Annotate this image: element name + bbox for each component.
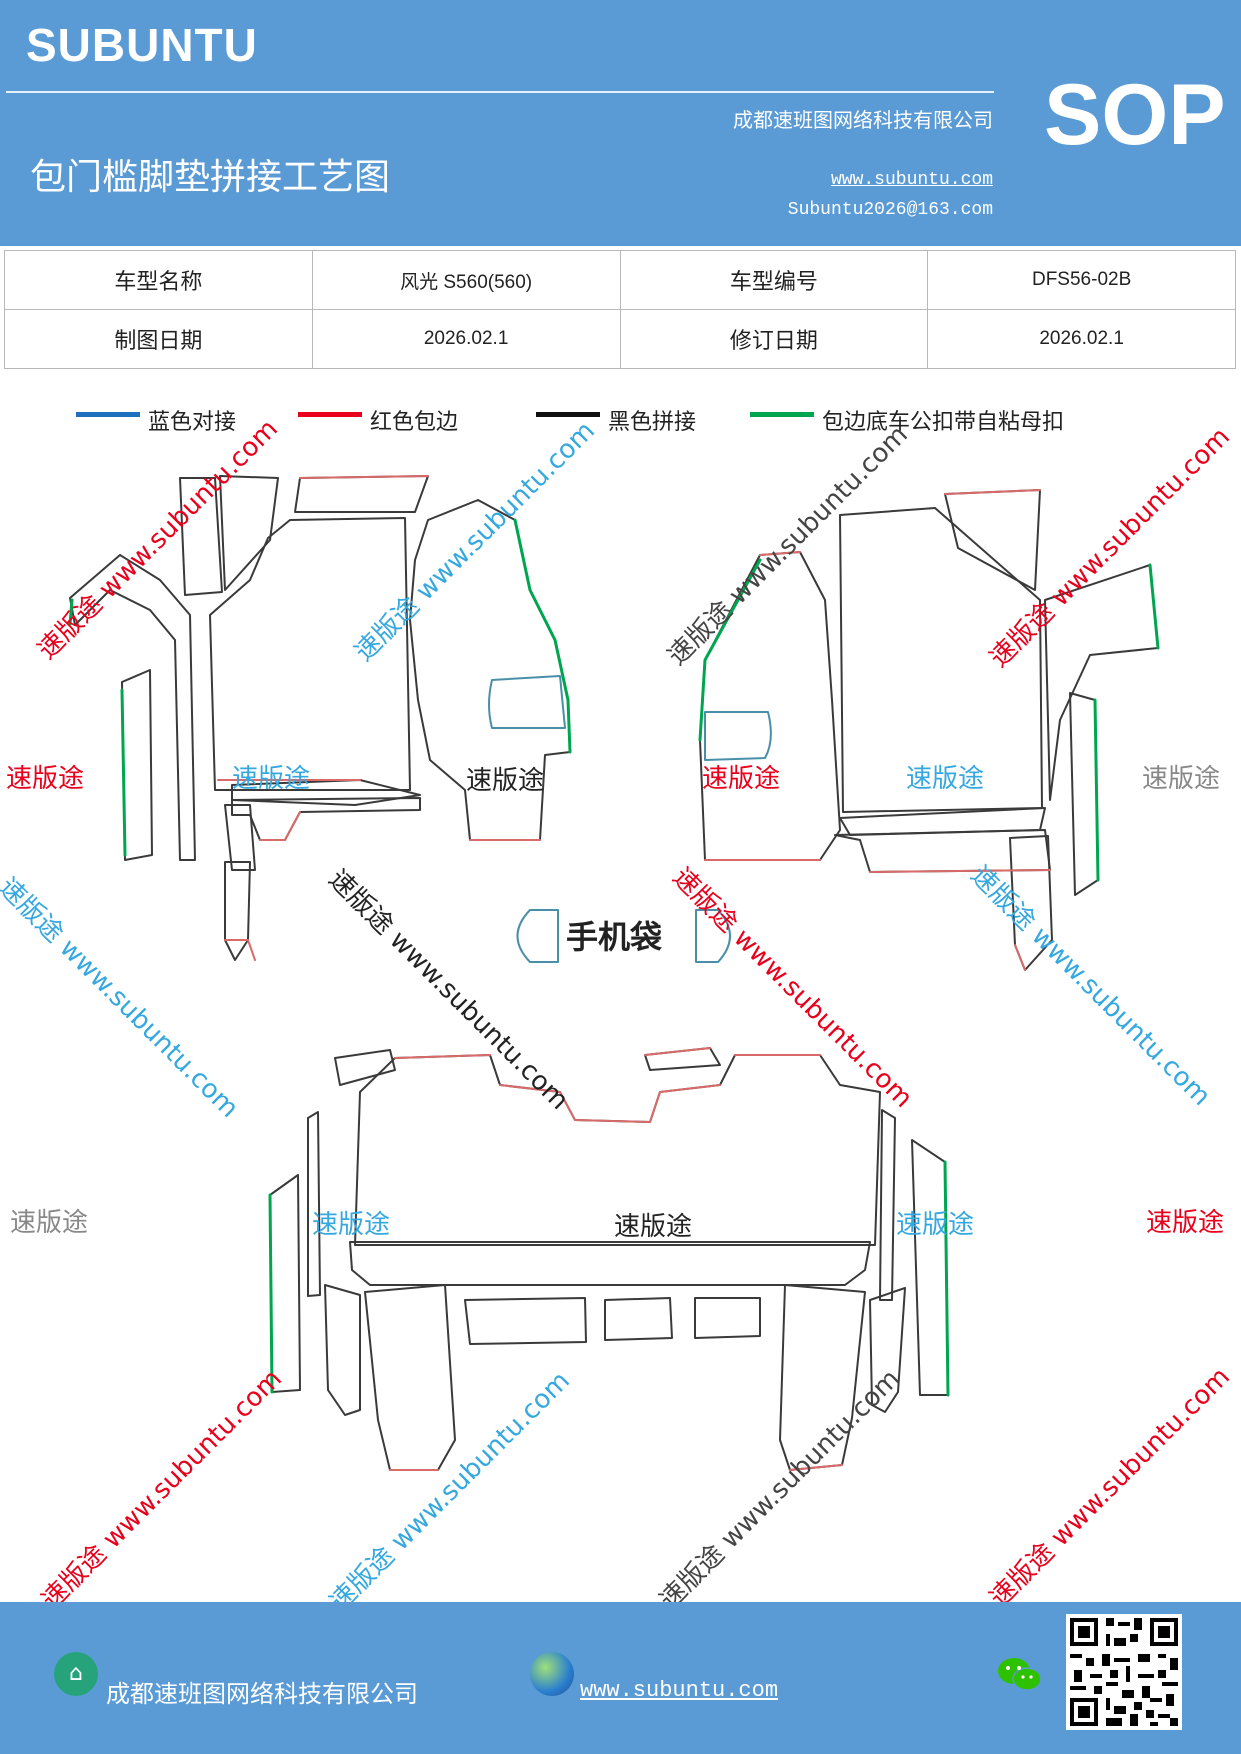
floor-mat-diagram: [68, 475, 1160, 1471]
mat-edge-green-left: [68, 518, 572, 857]
brand-logo: SUBUNTU: [26, 19, 258, 71]
watermark-text: 速版途: [896, 1210, 975, 1240]
draw-date-value: 2026.02.1: [311, 309, 621, 369]
mat-edge-red-right: [704, 489, 1051, 971]
watermark-text: 速版途: [232, 764, 311, 794]
color-legend: 蓝色对接 红色包边 黑色拼接 包边底车公扣带自粘母扣: [0, 404, 1241, 440]
globe-icon: [530, 1652, 574, 1696]
model-name-value: 风光 S560(560): [311, 250, 621, 310]
table-row: 车型名称 风光 S560(560) 车型编号 DFS56-02B: [4, 250, 1236, 310]
table-row: 制图日期 2026.02.1 修订日期 2026.02.1: [4, 309, 1236, 369]
legend-label: 红色包边: [370, 410, 459, 435]
legend-swatch: [298, 412, 362, 417]
vehicle-info-table: 车型名称 风光 S560(560) 车型编号 DFS56-02B 制图日期 20…: [4, 250, 1236, 369]
watermark-text: 速版途: [906, 764, 985, 794]
legend-label: 包边底车公扣带自粘母扣: [822, 410, 1065, 435]
revise-date-value: 2026.02.1: [927, 309, 1236, 369]
draw-date-label: 制图日期: [4, 309, 313, 369]
footer-company: 成都速班图网络科技有限公司: [106, 1680, 418, 1708]
watermark-text: 速版途: [1146, 1208, 1225, 1238]
header-website-link[interactable]: www.subuntu.com: [830, 170, 993, 190]
qr-code-icon[interactable]: [1066, 1614, 1182, 1730]
header-company: 成都速班图网络科技有限公司: [733, 108, 993, 132]
watermark-text: 速版途: [702, 764, 781, 794]
legend-swatch: [536, 412, 600, 417]
model-name-label: 车型名称: [4, 250, 313, 310]
header-divider: [6, 91, 994, 93]
mat-edge-green-right: [698, 558, 1160, 882]
mat-edge-red-rear: [389, 1047, 843, 1471]
footer-banner: ⌂ 成都速班图网络科技有限公司 www.subuntu.com: [0, 1602, 1241, 1754]
watermark-text: 速版途: [1142, 764, 1221, 794]
model-code-label: 车型编号: [619, 250, 929, 310]
phone-bag-label: 手机袋: [566, 918, 663, 956]
sop-label: SOP: [1044, 67, 1226, 163]
revise-date-label: 修订日期: [619, 309, 929, 369]
legend-label: 黑色拼接: [608, 410, 697, 435]
mat-edge-red-left: [217, 475, 541, 961]
header-banner: SUBUNTU 成都速班图网络科技有限公司 包门槛脚垫拼接工艺图 www.sub…: [0, 0, 1241, 246]
footer-website-link[interactable]: www.subuntu.com: [580, 1678, 779, 1703]
legend-swatch: [750, 412, 814, 417]
model-code-value: DFS56-02B: [927, 250, 1236, 310]
phone-bag-outlines: [516, 909, 731, 963]
legend-label: 蓝色对接: [148, 410, 237, 435]
document-title: 包门槛脚垫拼接工艺图: [30, 157, 391, 198]
watermark-text: 速版途: [10, 1208, 89, 1238]
watermark-text: 速版途: [466, 766, 545, 796]
wechat-icon[interactable]: [996, 1654, 1044, 1694]
watermark-text: 速版途: [6, 764, 85, 794]
watermark-text: 速版途: [312, 1210, 391, 1240]
house-icon: ⌂: [54, 1652, 98, 1696]
legend-swatch: [76, 412, 140, 417]
mat-edge-green-rear: [268, 1160, 950, 1397]
header-email[interactable]: Subuntu2026@163.com: [787, 200, 993, 220]
watermark-text: 速版途: [614, 1212, 693, 1242]
